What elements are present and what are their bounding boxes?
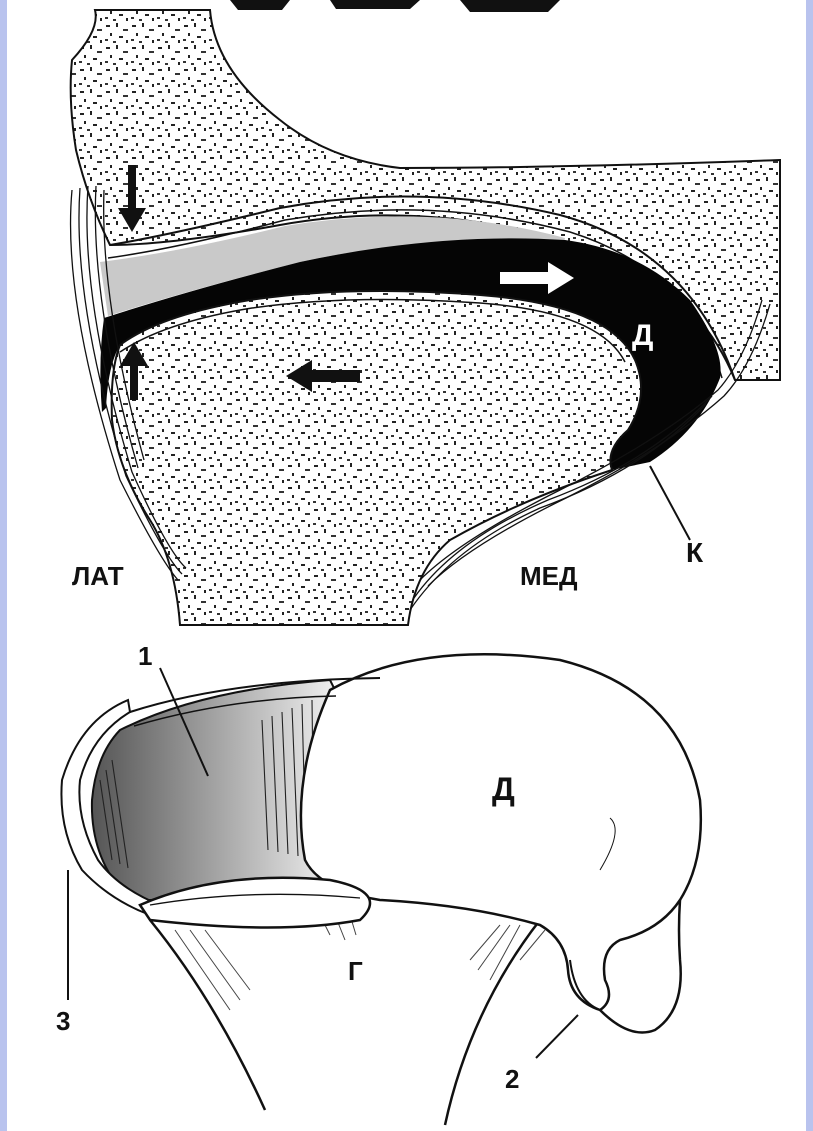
label-3: 3 xyxy=(56,1006,70,1036)
condyle-neck xyxy=(150,920,540,1125)
label-disc-bottom: Д xyxy=(492,771,515,807)
label-1: 1 xyxy=(138,641,152,671)
right-edge xyxy=(806,0,813,1131)
left-edge xyxy=(0,0,7,1131)
joint-section-diagram: ЛАТ МЕД Д К xyxy=(71,10,780,625)
label-k: К xyxy=(686,537,704,568)
leader-line-2 xyxy=(536,1015,578,1058)
label-2: 2 xyxy=(505,1064,519,1094)
label-lat: ЛАТ xyxy=(72,561,124,591)
leader-line-k xyxy=(650,466,690,540)
label-g: Г xyxy=(348,956,363,986)
meniscus-surface-diagram: 1 Д Г 2 3 xyxy=(56,641,701,1125)
cropped-title-fragment xyxy=(230,0,560,12)
label-disc-top: Д xyxy=(632,319,653,352)
label-med: МЕД xyxy=(520,561,578,591)
